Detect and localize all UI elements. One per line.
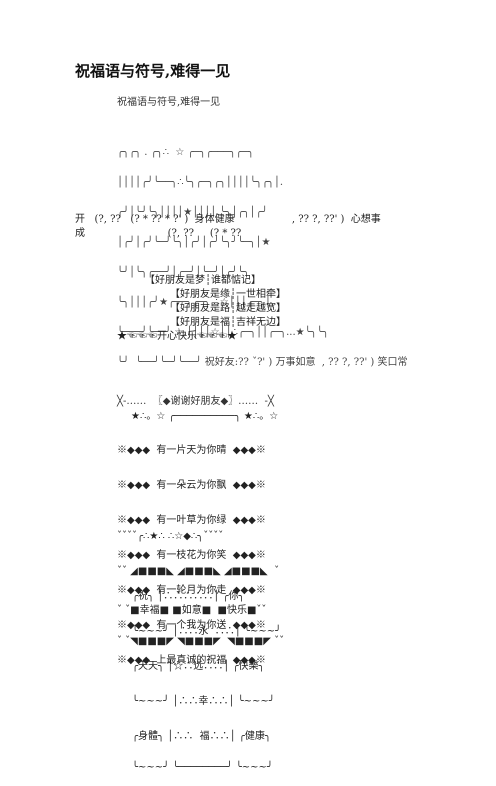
wishes-list: ※◆◆◆ 有一片天为你晴 ◆◆◆※ ※◆◆◆ 有一朵云为你飘 ◆◆◆※ ※◆◆◆… xyxy=(117,419,266,675)
page-title: 祝福语与符号,难得一见 xyxy=(75,62,231,80)
verse-line: 【好朋友是路┆越走越宽】 xyxy=(170,303,287,314)
verse-line: 【好朋友是福┆吉祥无边】 xyxy=(170,317,287,328)
bottom-art-block: ╭祝╮ │∴∴∴∴∴│ ╭你╮ ╰~~~╯ │∴∴永 ∴∴│ ╰~~~╯ ╭天天… xyxy=(132,565,281,786)
art-line: ╭╯│╰╯╰╮││││★││││.╰╮│╭╮│╭╯ xyxy=(117,207,268,218)
heart-line: ˇˇ ◢■■■◣ ◢■■■◣ ◢■■■◣ ˇ xyxy=(117,566,280,577)
art-line: │╭╯│╭╯╰─╯╰╮│╭╯│╭╯╰╮╯╰─╮│★ xyxy=(117,237,271,248)
art-line: ││││╭╯╰──╮∴╰╮╭─╮╭╮││││╰╮╭╮│. xyxy=(117,177,284,188)
art-line-open: 开 (?, ?? (? * ?? * ?' ) 身体健康 , ?? ?, ??'… xyxy=(75,214,381,225)
wish-line: ※◆◆◆ 有一个我为你送 ◆◆◆※ xyxy=(117,620,266,631)
verse-line: 【好朋友是缘┆一世相牵】 xyxy=(170,289,287,300)
wish-line: ※◆◆◆ 有一枝花为你笑 ◆◆◆※ xyxy=(117,550,266,561)
thanks-header: ╳-…… 〖◆谢谢好朋友◆〗…… -╳ xyxy=(117,396,274,407)
thanks-top-border: ★∴。☆ ╭──────────╮ ★∴。☆ xyxy=(131,411,279,422)
happy-line: ★☜☜☜开心快乐☜☜☜★ xyxy=(117,331,237,342)
art-line: ╭╮╭╮ . ╭╮∴ ☆ ╭─╮╭───╮╭─╮ xyxy=(117,147,254,158)
wish-line: ※◆◆◆ 上最真诚的祝福 ◆◆◆※ xyxy=(117,655,266,666)
bottom-art-line: ╭身體╮ │∴∴ 福∴∴│ ╭健康╮ xyxy=(132,731,271,742)
art-line: ╰───╯╰──╯ ☆.││││☆││∴╭─╮││╭─╮...★╰╮╰╮ xyxy=(117,327,329,338)
heart-line: ˇ ˇ■幸福■ ■如意■ ■快乐■ˇˇ xyxy=(117,605,267,616)
art-line: ╰╯ ╰──╯╰─╯╰──╯ 祝好友:?? ˇ?' ) 万事如意 , ?? ?,… xyxy=(117,357,408,368)
art-line-cheng: 成 (?, ?? (? * ?? xyxy=(75,228,242,239)
wish-line: ※◆◆◆ 有一叶草为你绿 ◆◆◆※ xyxy=(117,515,266,526)
heart-banner: ˇˇˇˇ╭∴★∴ ∴☆◆∴╮ˇˇˇˇ ˇˇ ◢■■■◣ ◢■■■◣ ◢■■■◣ … xyxy=(117,509,284,660)
bottom-art-line: ╰~~~╯ │∴∴幸∴∴│ ╰~~~╯ xyxy=(132,696,275,707)
bottom-art-line: ╰~~~╯ │∴∴永 ∴∴│ ╰~~~╯ xyxy=(132,626,282,637)
ascii-art-block: ╭╮╭╮ . ╭╮∴ ☆ ╭─╮╭───╮╭─╮ ││││╭╯╰──╮∴╰╮╭─… xyxy=(117,128,408,378)
heart-line: ˇˇˇˇ╭∴★∴ ∴☆◆∴╮ˇˇˇˇ xyxy=(117,531,224,542)
bottom-art-line: ╭天天╮ │☆∴远∴∴│ ╭快樂╮ xyxy=(132,661,265,672)
art-line: ╰╮│││╭╯★╭──╮╭─╮ ∴☆│││╭─╮│. xyxy=(117,297,275,308)
bottom-art-line: ╭祝╮ │∴∴∴∴∴│ ╭你╮ xyxy=(132,591,245,602)
wish-line: ※◆◆◆ 有一轮月为你走 ◆◆◆※ xyxy=(117,585,266,596)
wish-line: ※◆◆◆ 有一片天为你晴 ◆◆◆※ xyxy=(117,445,266,456)
wish-line: ※◆◆◆ 有一朵云为你飘 ◆◆◆※ xyxy=(117,480,266,491)
verse-line: 【好朋友是梦┆谁都惦记】 xyxy=(145,275,262,286)
heart-line: ˇ ˇ◥■■■◤ ◥■■■◤ ◥■■■◤ ˇˇ xyxy=(117,636,285,647)
bottom-art-line: ╰~~~╯ ╰────────╯ ╰~~~╯ xyxy=(132,762,273,773)
art-line: ╰╯│╰╮╭──╯│╭─╯│╰─╯│╭╯╰╮ xyxy=(117,267,250,278)
page-subtitle: 祝福语与符号,难得一见 xyxy=(117,97,221,108)
